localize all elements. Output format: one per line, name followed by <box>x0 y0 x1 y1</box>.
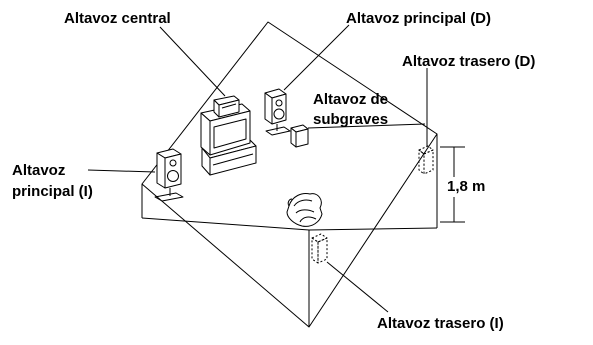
main-left-speaker <box>154 148 184 202</box>
main-left-speaker-label-line2: principal (I) <box>12 183 93 200</box>
subwoofer-label-line2: subgraves <box>313 111 389 128</box>
rear-right-speaker-label: Altavoz trasero (D) <box>402 53 536 70</box>
rear-left-speaker <box>311 233 328 264</box>
subwoofer-label-line1: Altavoz de <box>313 91 389 108</box>
height-value-label: 1,8 m <box>447 178 486 195</box>
leader-lines <box>87 24 428 313</box>
main-right-speaker <box>264 88 291 136</box>
floor-edge <box>141 217 310 231</box>
rear-left-speaker-label: Altavoz trasero (I) <box>377 315 504 332</box>
subwoofer-box <box>290 124 309 148</box>
rear-right-speaker <box>418 145 434 175</box>
center-speaker-label: Altavoz central <box>64 10 171 27</box>
room-outline <box>141 21 438 328</box>
listener-chair <box>286 193 323 227</box>
center-speaker-box <box>213 95 240 118</box>
main-right-speaker-label: Altavoz principal (D) <box>346 10 492 27</box>
main-left-speaker-label-line1: Altavoz <box>12 162 66 179</box>
height-dimension <box>440 146 465 223</box>
